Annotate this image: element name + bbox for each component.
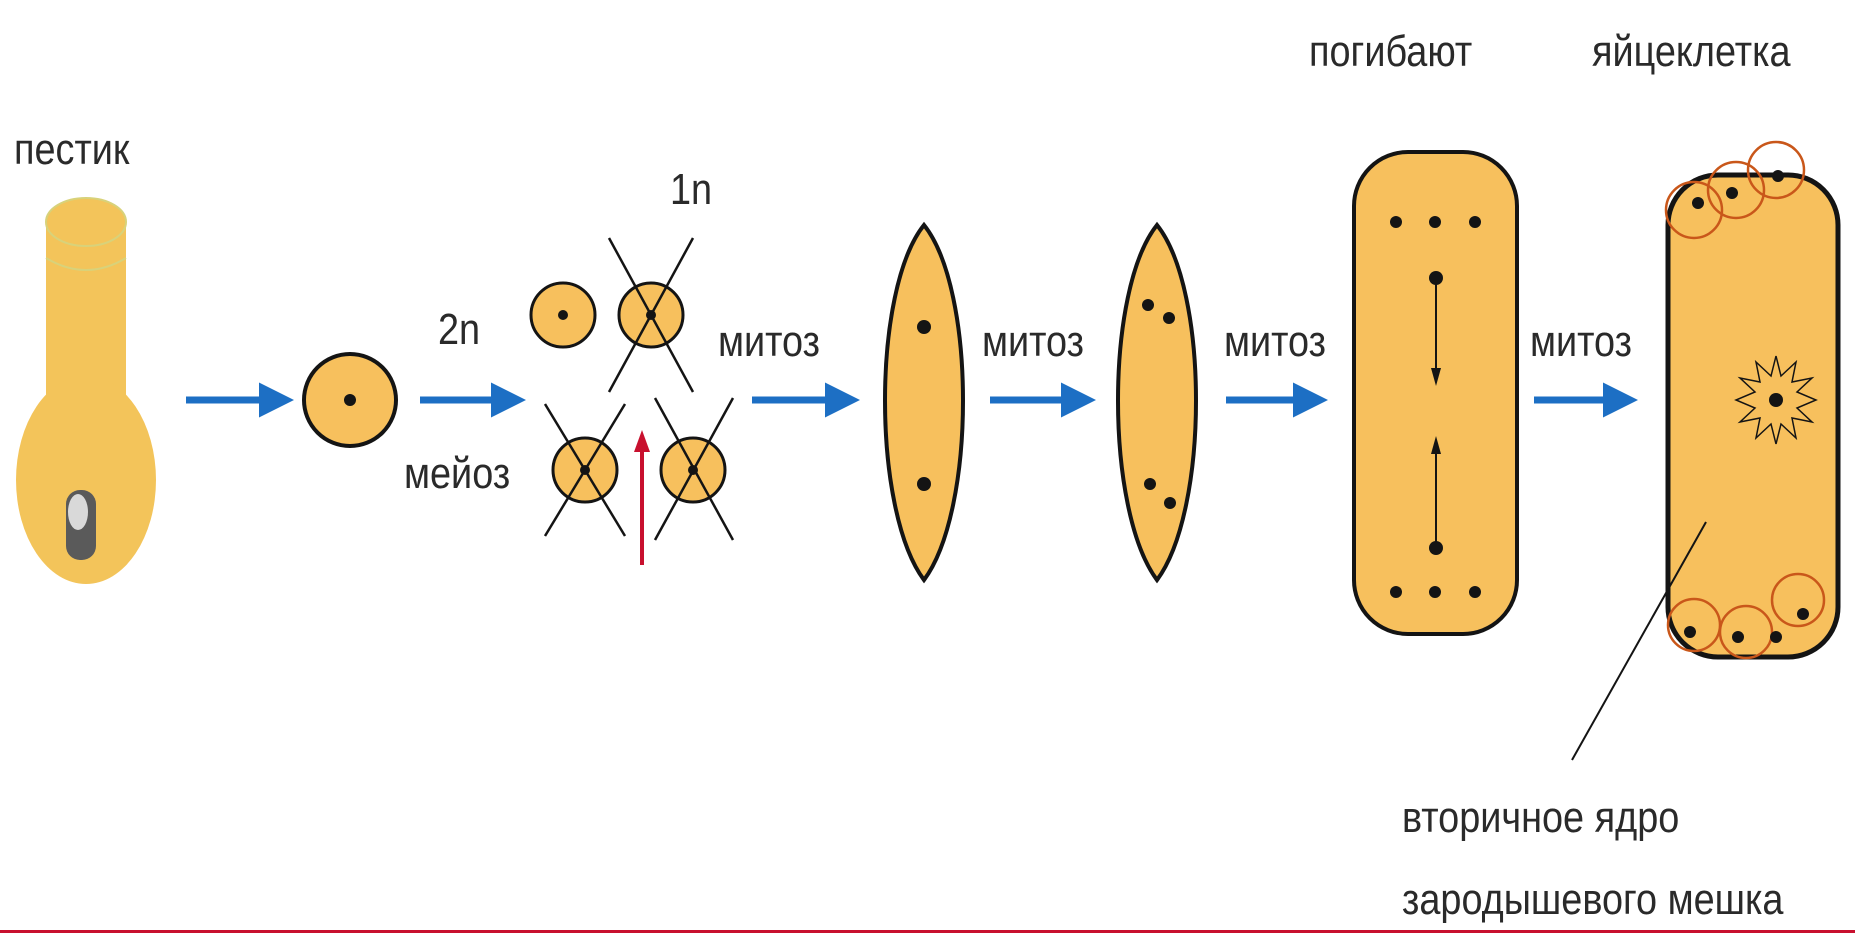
nucleus — [344, 394, 356, 406]
pistil-figure — [16, 197, 156, 584]
secondary-nucleus-leader-line — [1571, 521, 1707, 761]
egg-apparatus — [1666, 572, 1826, 660]
mitosis-label: митоз — [982, 317, 1085, 366]
secondary-nucleus-label-line2: зародышевого мешка — [1402, 875, 1784, 924]
mitosis-label: митоз — [718, 317, 821, 366]
secondary-nucleus — [1734, 355, 1818, 445]
ploidy-2n-label: 2n — [438, 305, 481, 354]
four-nucleate-embryo-sac — [1116, 221, 1198, 584]
cross-mark — [653, 397, 735, 541]
degeneration-arrow — [634, 430, 650, 565]
nucleus — [917, 320, 931, 334]
cross-mark — [543, 403, 627, 537]
pistil-stigma-rim — [45, 257, 127, 271]
pistil-ovule-highlight — [68, 494, 88, 530]
degenerating-megaspore — [607, 237, 695, 393]
megaspore-mother-cell — [302, 352, 398, 448]
antipodal-cells — [1664, 140, 1806, 240]
degenerating-megaspore — [543, 403, 627, 537]
ploidy-1n-label: 1n — [670, 165, 713, 214]
central-cell-outline — [1734, 355, 1818, 445]
megaspore-tetrad — [529, 237, 735, 565]
pistil-stigma — [45, 197, 127, 247]
surviving-megaspore — [529, 281, 597, 349]
eight-nucleate-embryo-sac — [1352, 150, 1519, 636]
pistil-label: пестик — [14, 125, 130, 174]
secondary-nucleus-label-line1: вторичное ядро — [1402, 793, 1680, 842]
mature-embryo-sac — [1571, 140, 1841, 761]
pistil-ovary — [16, 376, 156, 584]
nucleus — [917, 477, 931, 491]
perish-label: погибают — [1309, 27, 1473, 76]
meiosis-label: мейоз — [404, 449, 511, 498]
mitosis-label: митоз — [1530, 317, 1633, 366]
bottom-rule — [0, 930, 1855, 933]
two-nucleate-embryo-sac — [883, 221, 965, 584]
pistil-style — [46, 212, 126, 412]
egg-cell-label: яйцеклетка — [1592, 27, 1791, 76]
cross-mark — [607, 237, 695, 393]
mitosis-label: митоз — [1224, 317, 1327, 366]
degenerating-megaspore — [653, 397, 735, 541]
